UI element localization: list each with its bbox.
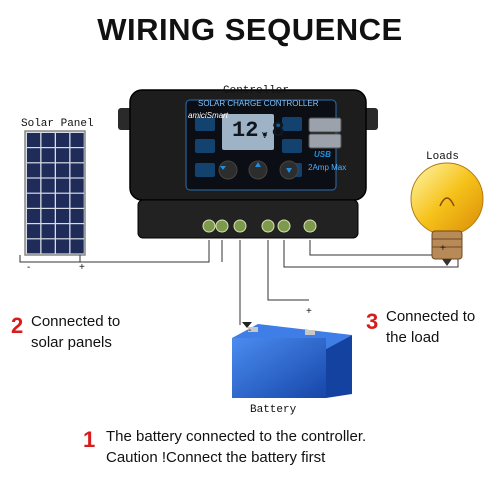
terminal-block [137, 199, 359, 239]
svg-text:+: + [440, 243, 446, 254]
solar-cell [41, 163, 55, 178]
step-number: 2 [11, 313, 24, 338]
lcd-display [222, 114, 274, 150]
terminal-screw [277, 219, 291, 233]
solar-cell [70, 148, 84, 163]
solar-cell [41, 193, 55, 208]
step-text-line: Connected to [31, 313, 121, 330]
solar-cell [41, 178, 55, 193]
display-unit: V [262, 131, 268, 140]
solar-panel-label: Solar Panel [21, 118, 94, 130]
controller-header-text: SOLAR CHARGE CONTROLLER [198, 99, 319, 108]
terminal-screw [202, 219, 216, 233]
solar-cell [56, 148, 70, 163]
solar-cell [27, 148, 41, 163]
solar-cell [27, 133, 41, 147]
solar-cell [56, 133, 70, 147]
solar-cell [41, 133, 55, 147]
battery [232, 324, 352, 398]
terminal-screw [215, 219, 229, 233]
bulb-timer-button[interactable] [195, 163, 215, 177]
solar-negative-wire [19, 240, 210, 263]
solar-cell [27, 178, 41, 193]
step-number: 1 [83, 427, 96, 452]
solar-cell [56, 239, 70, 254]
set-voltage-button[interactable] [282, 139, 302, 153]
solar-cell [27, 209, 41, 223]
solar-cell [27, 239, 41, 254]
step-text-line: Connected to [386, 308, 476, 325]
solar-cell [56, 193, 70, 208]
solar-cell [70, 193, 84, 208]
solar-cell [70, 209, 84, 223]
display-value: 12.8 [232, 118, 285, 143]
light-bulb [410, 162, 484, 266]
solar-cell [56, 163, 70, 178]
solar-cell [41, 209, 55, 223]
solar-cell [56, 209, 70, 223]
controller-unit [118, 89, 378, 239]
svg-text:+: + [306, 306, 312, 317]
arrow-icon [242, 322, 252, 328]
terminal-screw [233, 219, 247, 233]
amp-rating-label: 2Amp Max [308, 163, 347, 172]
solar-cell [70, 178, 84, 193]
solar-cell [41, 148, 55, 163]
step-3-text: Connected to the load [386, 306, 475, 348]
step-text-line: the load [386, 329, 440, 346]
brand-logo: amiciSmart [188, 111, 229, 120]
solar-cell [70, 224, 84, 239]
mode-button[interactable] [195, 139, 215, 153]
usb-port [308, 133, 342, 149]
solar-cell [41, 224, 55, 239]
solar-cell [70, 133, 84, 147]
loads-label: Loads [426, 151, 460, 163]
terminal-screw [303, 219, 317, 233]
svg-text:-: - [27, 262, 30, 273]
battery-label: Battery [250, 404, 297, 416]
solar-cell [27, 193, 41, 208]
step-text-line: solar panels [31, 334, 112, 351]
step-number: 3 [366, 309, 379, 334]
step-text-line: The battery connected to the controller. [106, 428, 367, 445]
svg-text:+: + [79, 262, 85, 273]
wires [19, 240, 459, 325]
solar-panel [24, 130, 86, 256]
usb-port [308, 117, 342, 133]
solar-cell [56, 178, 70, 193]
svg-text:-: - [248, 325, 251, 336]
solar-cell [70, 163, 84, 178]
step-text-line: Caution !Connect the battery first [106, 449, 326, 466]
page-title: WIRING SEQUENCE [97, 12, 403, 47]
step-2-text: Connected to solar panels [31, 311, 120, 353]
solar-cell [56, 224, 70, 239]
terminal-screw [261, 219, 275, 233]
load-positive-wire [309, 240, 440, 256]
solar-cell [70, 239, 84, 254]
solar-cell [27, 224, 41, 239]
control-button[interactable] [218, 160, 238, 180]
step-1-text: The battery connected to the controller.… [106, 426, 366, 468]
solar-cell [41, 239, 55, 254]
control-button[interactable] [248, 160, 268, 180]
usb-label: USB [314, 150, 331, 159]
solar-cell [27, 163, 41, 178]
battery-positive-wire [267, 240, 309, 301]
controller-label: Controller [223, 85, 290, 97]
